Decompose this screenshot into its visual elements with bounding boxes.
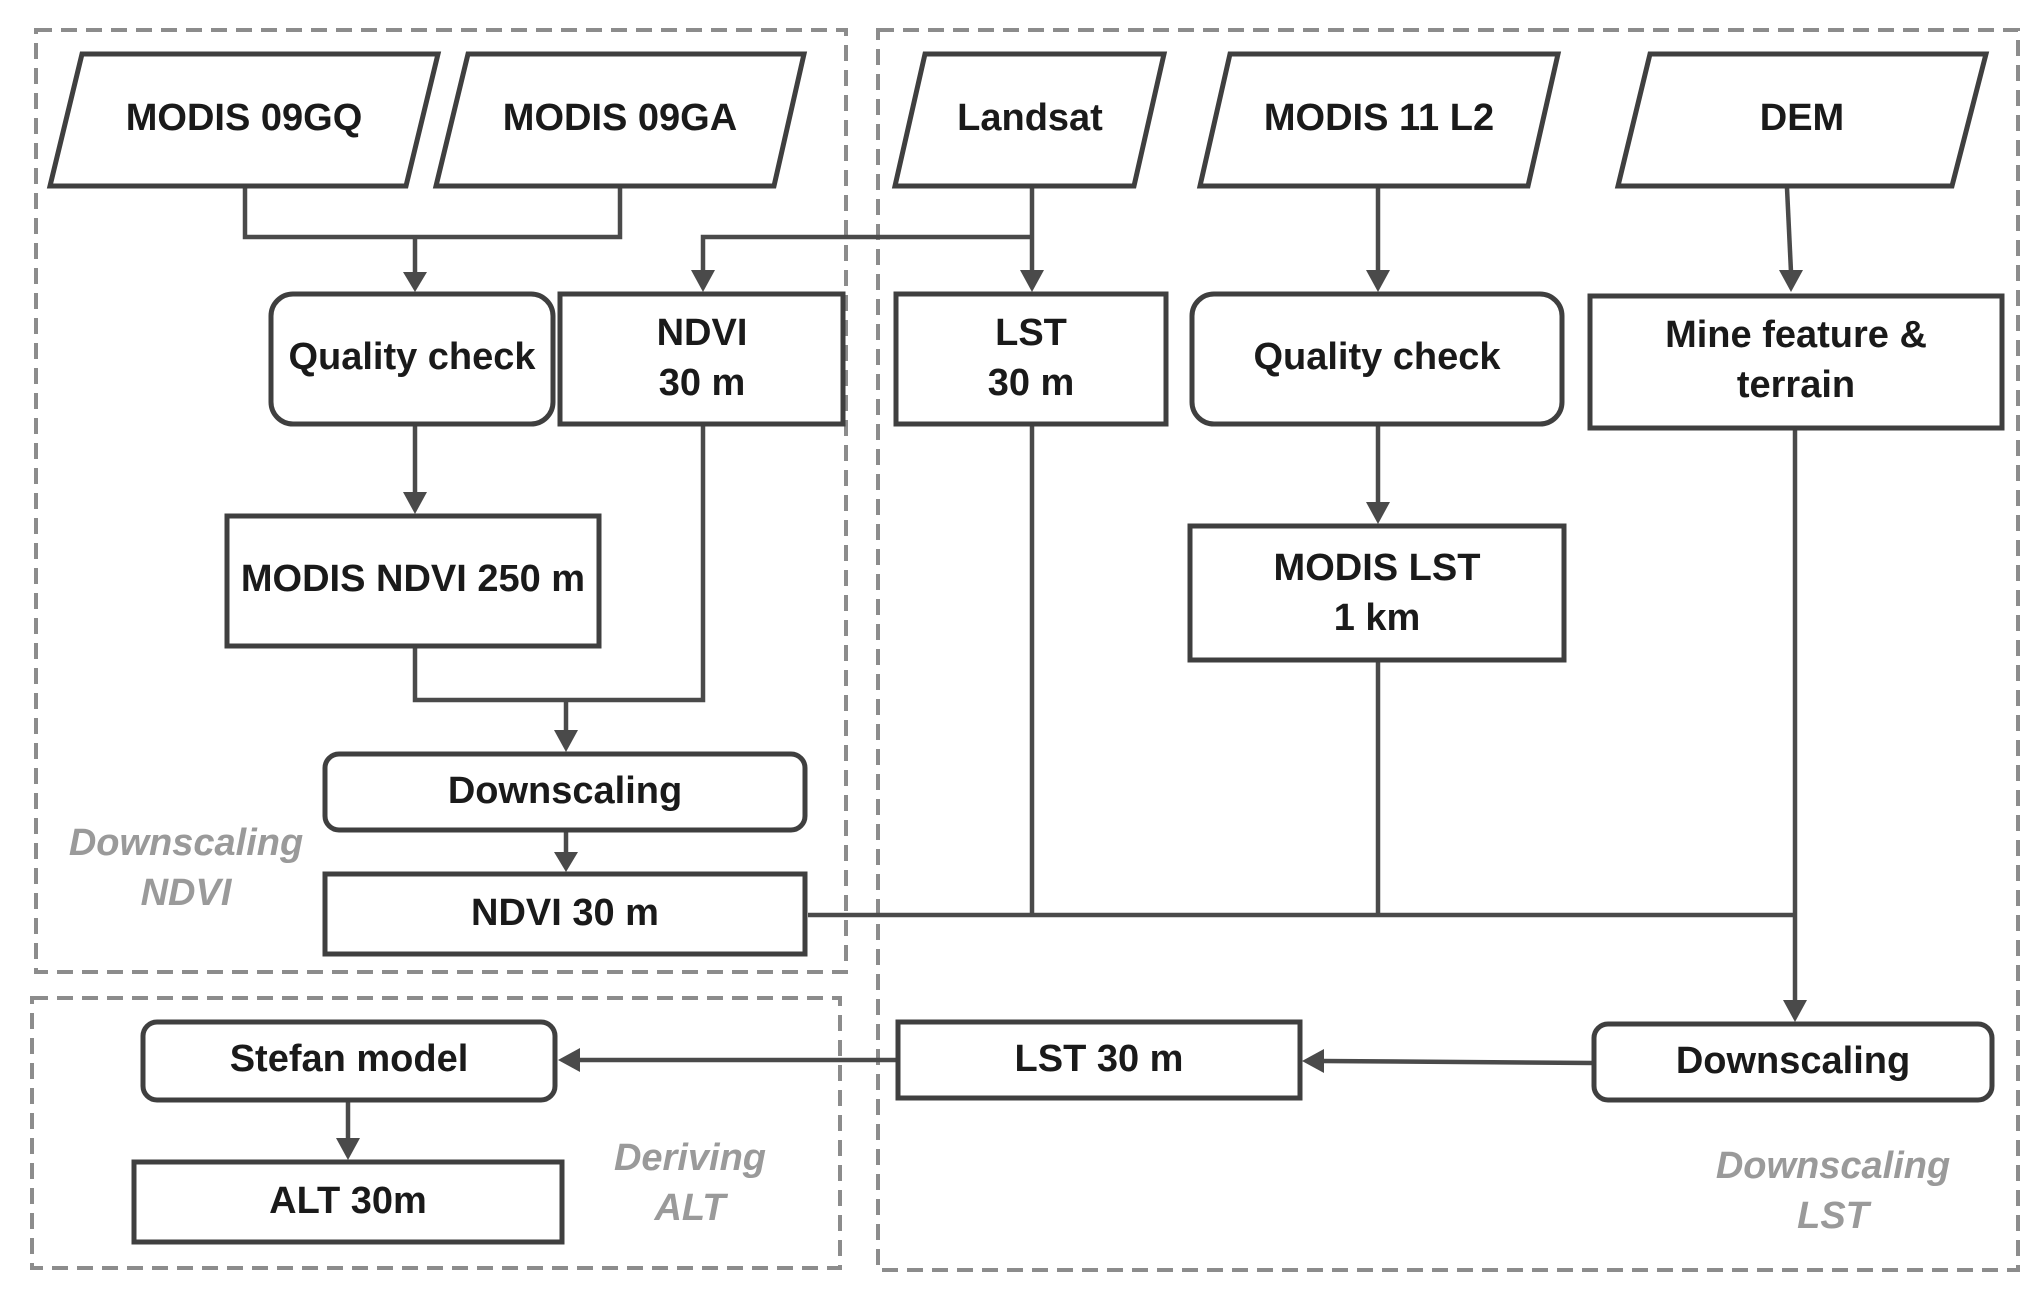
quality-check-lst-label: Quality check xyxy=(1253,336,1501,378)
input-landsat-label: Landsat xyxy=(957,97,1103,139)
edge-modis-inputs-merge xyxy=(242,188,623,240)
arrowhead xyxy=(1366,502,1390,524)
edge-landsat-to-ndvi xyxy=(700,234,1032,272)
edge-downscaling-to-lst-30m xyxy=(1321,1058,1595,1066)
arrowhead xyxy=(1366,270,1390,292)
input-modis-09gq: MODIS 09GQ xyxy=(46,51,442,189)
input-modis-11-l2: MODIS 11 L2 xyxy=(1196,51,1562,189)
modis-lst-1km-line2: 1 km xyxy=(1334,597,1421,639)
lst-landsat-line1: LST xyxy=(995,312,1067,354)
lst-landsat-line2: 30 m xyxy=(988,362,1075,404)
group-downscaling-ndvi xyxy=(34,28,848,974)
arrowhead xyxy=(1302,1049,1324,1073)
group-label-deriving-alt: Deriving ALT xyxy=(614,1137,766,1229)
quality-check-ndvi: Quality check xyxy=(268,291,556,427)
stefan-model-label: Stefan model xyxy=(230,1038,469,1080)
alt-30m-label: ALT 30m xyxy=(269,1180,427,1222)
mine-feature-line2: terrain xyxy=(1737,364,1855,406)
group-downscaling-lst xyxy=(876,28,2020,1272)
group-label-downscaling-lst-line2: LST xyxy=(1797,1195,1872,1237)
arrowhead xyxy=(554,852,578,872)
modis-ndvi-250m-box: MODIS NDVI 250 m xyxy=(224,513,602,649)
input-modis-09ga-label: MODIS 09GA xyxy=(503,97,737,139)
edge-dem-to-mine-feature xyxy=(1784,187,1794,273)
downscaling-ndvi-box: Downscaling xyxy=(322,751,808,833)
arrowhead xyxy=(1779,270,1803,292)
group-label-deriving-alt-line1: Deriving xyxy=(614,1137,766,1179)
group-deriving-alt xyxy=(30,996,842,1270)
input-dem-label: DEM xyxy=(1760,97,1844,139)
input-dem: DEM xyxy=(1614,51,1990,189)
stefan-model-box: Stefan model xyxy=(140,1019,558,1103)
arrowhead xyxy=(558,1048,580,1072)
ndvi-30m-result-box: NDVI 30 m xyxy=(322,871,808,957)
arrowhead xyxy=(403,492,427,514)
arrowhead xyxy=(691,270,715,292)
mine-feature-terrain-box: Mine feature & terrain xyxy=(1587,293,2005,431)
edge-ndvi-inputs-to-downscaling xyxy=(412,424,706,703)
arrowhead xyxy=(403,272,427,292)
input-modis-09gq-label: MODIS 09GQ xyxy=(126,97,363,139)
lst-landsat-box: LST 30 m xyxy=(893,291,1169,427)
downscaling-lst-label: Downscaling xyxy=(1676,1040,1910,1082)
arrowhead xyxy=(1783,1000,1807,1022)
quality-check-ndvi-label: Quality check xyxy=(288,336,536,378)
input-landsat: Landsat xyxy=(891,51,1168,189)
lst-30m-result-label: LST 30 m xyxy=(1015,1038,1184,1080)
arrowhead xyxy=(1020,270,1044,292)
group-label-deriving-alt-line2: ALT xyxy=(653,1187,728,1229)
alt-30m-box: ALT 30m xyxy=(131,1159,565,1245)
arrowhead xyxy=(336,1138,360,1160)
arrowhead xyxy=(554,730,578,752)
downscaling-lst-box: Downscaling xyxy=(1591,1021,1995,1103)
downscaling-ndvi-label: Downscaling xyxy=(448,770,682,812)
modis-lst-1km-box: MODIS LST 1 km xyxy=(1187,523,1567,663)
mine-feature-line1: Mine feature & xyxy=(1665,314,1927,356)
ndvi-landsat-line1: NDVI xyxy=(657,312,748,354)
ndvi-30m-result-label: NDVI 30 m xyxy=(471,892,659,934)
group-label-downscaling-ndvi: Downscaling NDVI xyxy=(69,822,303,914)
modis-lst-1km-line1: MODIS LST xyxy=(1274,547,1481,589)
input-modis-09ga: MODIS 09GA xyxy=(432,51,808,189)
lst-30m-result-box: LST 30 m xyxy=(895,1019,1303,1101)
input-modis-11-l2-label: MODIS 11 L2 xyxy=(1264,97,1494,139)
quality-check-lst: Quality check xyxy=(1189,291,1565,427)
ndvi-landsat-box: NDVI 30 m xyxy=(557,291,846,427)
ndvi-landsat-line2: 30 m xyxy=(659,362,746,404)
group-label-downscaling-ndvi-line2: NDVI xyxy=(141,872,233,914)
group-label-downscaling-lst: Downscaling LST xyxy=(1716,1145,1950,1237)
group-label-downscaling-ndvi-line1: Downscaling xyxy=(69,822,303,864)
connectors xyxy=(242,187,1807,1160)
group-label-downscaling-lst-line1: Downscaling xyxy=(1716,1145,1950,1187)
modis-ndvi-250m-label: MODIS NDVI 250 m xyxy=(241,558,585,600)
